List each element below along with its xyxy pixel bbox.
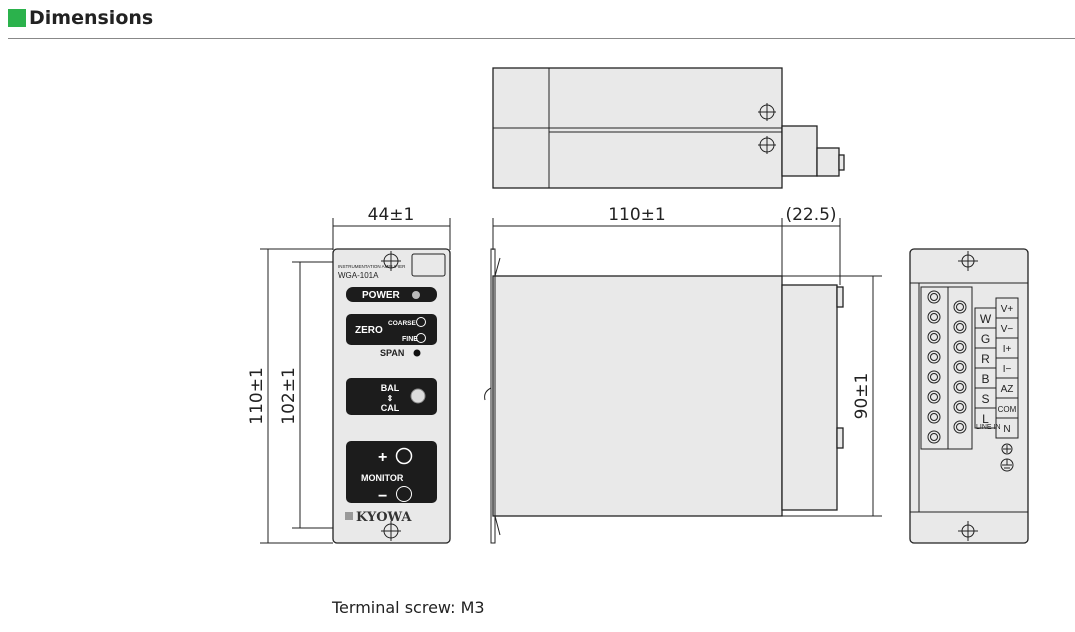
side-view xyxy=(484,248,844,544)
terminal-screw-note: Terminal screw: M3 xyxy=(332,598,485,617)
fine-trim-icon xyxy=(416,333,426,343)
line-in-label: LINE IN xyxy=(976,424,1001,431)
power-label: POWER xyxy=(362,290,401,301)
terminal-screw-icon xyxy=(927,430,941,444)
screw-icon xyxy=(758,136,776,154)
terminal-screw-icon xyxy=(927,370,941,384)
dim-mount-pitch: 102±1 xyxy=(279,367,299,425)
terminal-screw-icon xyxy=(927,410,941,424)
top-view xyxy=(492,67,845,189)
mount-hole-icon xyxy=(381,251,401,271)
monitor-minus-label: − xyxy=(378,488,387,505)
terminal-screw-icon xyxy=(953,380,967,394)
section-header: Dimensions xyxy=(8,5,153,31)
bridge-terminal-label: W xyxy=(980,312,992,326)
signal-terminal-label: V− xyxy=(1001,324,1014,335)
terminal-screw-icon xyxy=(927,290,941,304)
dim-front-height: 110±1 xyxy=(247,367,267,425)
logo-mark-icon xyxy=(345,512,353,520)
signal-terminal-label: AZ xyxy=(1001,384,1014,395)
signal-terminal-label: COM xyxy=(998,405,1017,414)
bridge-terminal-label: B xyxy=(981,372,989,386)
terminal-screw-icon xyxy=(953,340,967,354)
header-divider xyxy=(8,38,1075,39)
terminal-screw-icon xyxy=(953,360,967,374)
terminal-screw-icon xyxy=(953,400,967,414)
power-led-icon xyxy=(412,291,420,299)
bridge-terminal-label: G xyxy=(981,332,990,346)
bridge-terminal-label: S xyxy=(981,392,989,406)
signal-terminal-label: V+ xyxy=(1001,304,1014,315)
span-label: SPAN xyxy=(380,348,404,358)
terminal-screw-icon xyxy=(927,350,941,364)
terminal-screw-icon xyxy=(927,310,941,324)
coarse-label: COARSE xyxy=(388,320,416,327)
brand-logo: KYOWA xyxy=(356,510,412,525)
signal-terminal-label: I− xyxy=(1003,364,1012,375)
dim-side-height: 90±1 xyxy=(852,373,872,420)
ground-terminal-icon xyxy=(1001,443,1013,455)
bal-cal-switch-icon xyxy=(410,388,426,404)
section-title: Dimensions xyxy=(29,7,154,29)
terminal-screw-icon xyxy=(953,320,967,334)
cal-label: CAL xyxy=(381,403,400,413)
signal-terminal-label: I+ xyxy=(1003,344,1012,355)
monitor-plus-jack-icon xyxy=(395,447,413,465)
mount-hole-icon xyxy=(381,521,401,541)
monitor-minus-jack-icon xyxy=(396,486,412,502)
span-trim-icon xyxy=(413,349,421,357)
signal-terminal-label: N xyxy=(1003,424,1010,435)
coarse-trim-icon xyxy=(416,317,426,327)
dim-front-width: 44±1 xyxy=(368,205,415,225)
model-label: WGA-101A xyxy=(338,271,379,280)
screw-icon xyxy=(758,103,776,121)
bridge-terminal-label: R xyxy=(981,352,990,366)
terminal-screw-icon xyxy=(953,420,967,434)
fine-label: FINE xyxy=(402,336,418,343)
terminal-screw-icon xyxy=(953,300,967,314)
type-label: INSTRUMENTATION AMPLIFIER xyxy=(338,264,406,269)
monitor-label: MONITOR xyxy=(361,473,404,483)
monitor-plus-label: + xyxy=(378,449,387,466)
bridge-terminal-label: L xyxy=(982,412,989,426)
green-square-icon xyxy=(8,9,26,27)
earth-ground-icon xyxy=(1000,458,1014,472)
svg-text:⇕: ⇕ xyxy=(387,394,394,403)
mount-hole-icon xyxy=(958,521,978,541)
terminal-screw-icon xyxy=(927,330,941,344)
dim-connector-depth: (22.5) xyxy=(785,205,836,225)
mount-hole-icon xyxy=(958,251,978,271)
terminal-screw-icon xyxy=(927,390,941,404)
front-view: INSTRUMENTATION AMPLIFIER WGA-101A POWER… xyxy=(332,248,451,544)
bal-label: BAL xyxy=(381,383,400,393)
zero-label: ZERO xyxy=(355,325,383,336)
dim-side-length: 110±1 xyxy=(608,205,666,225)
